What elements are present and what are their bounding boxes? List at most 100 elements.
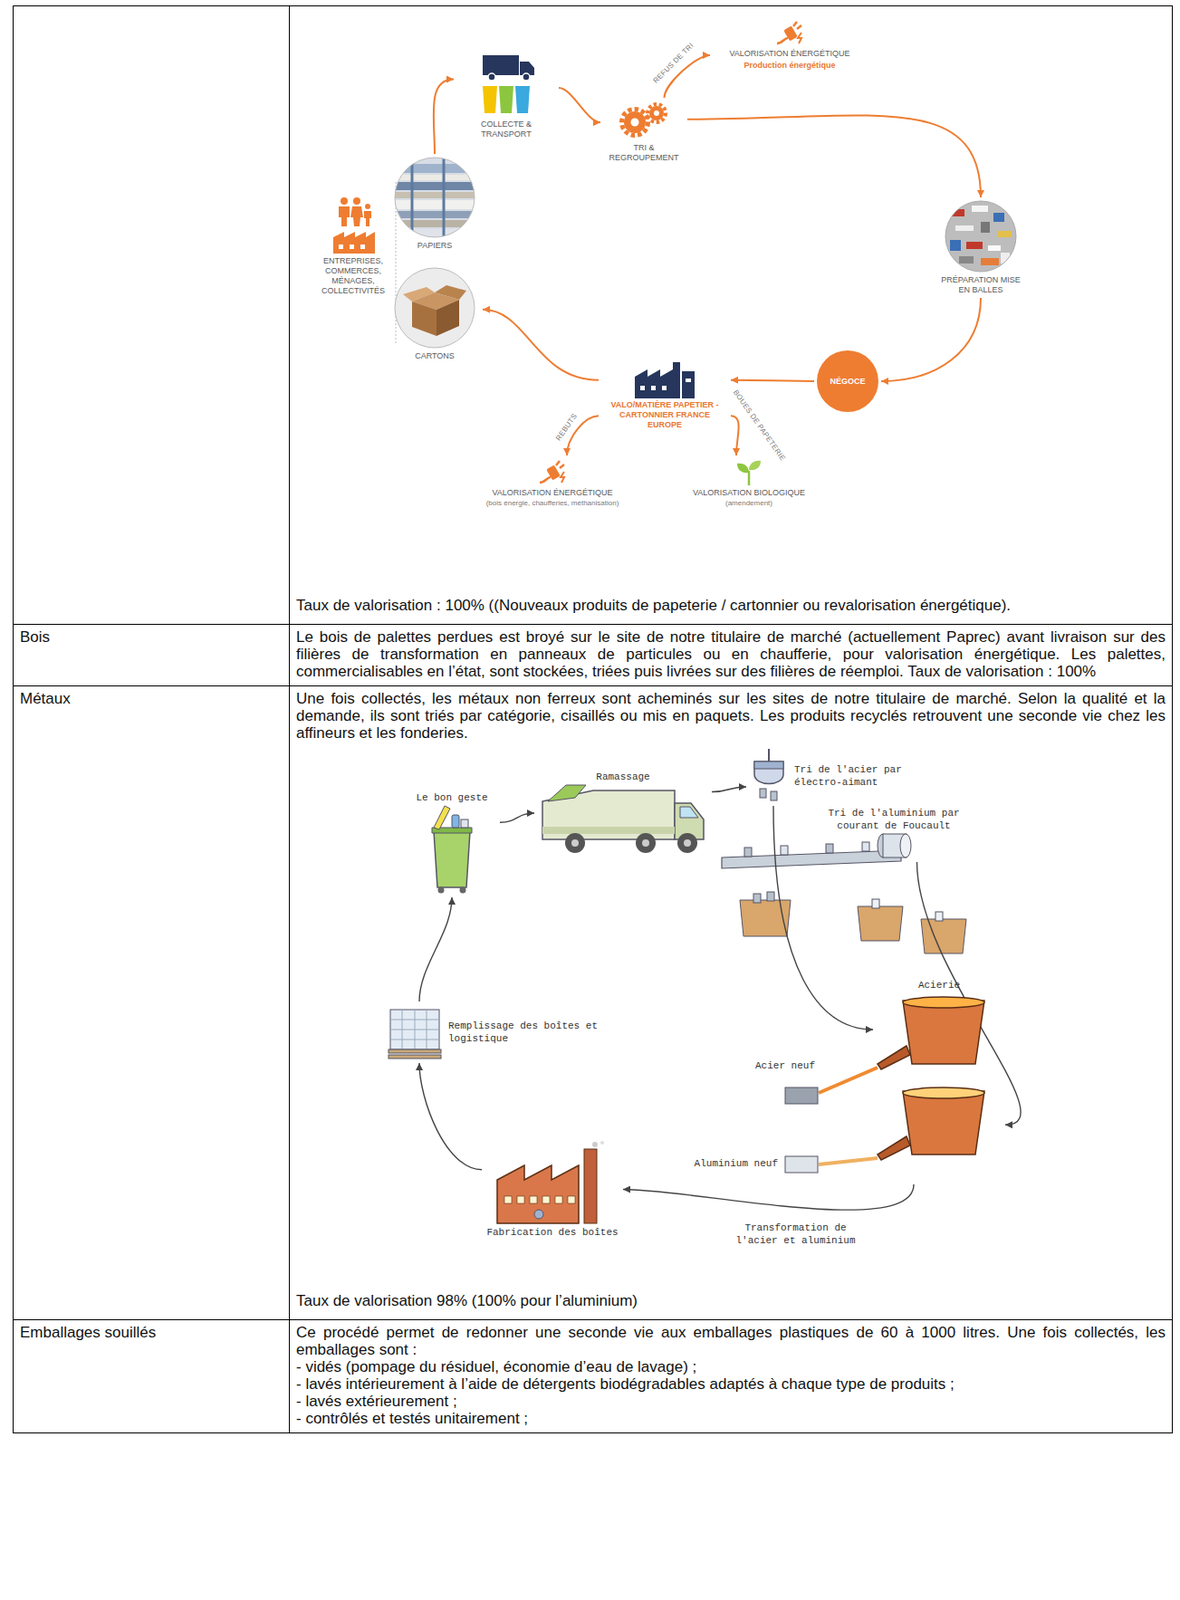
rect-part — [393, 191, 476, 199]
path-part — [818, 1158, 878, 1165]
g-part — [877, 1087, 985, 1161]
sprout-icon — [735, 458, 763, 486]
rect-part — [783, 25, 798, 41]
flow-arrow — [881, 297, 981, 382]
node-label: Fabrication des boîtes — [484, 1226, 621, 1239]
tbody-part: ENTREPRISES, COMMERCES, MÉNAGES, COLLECT… — [13, 6, 1173, 1434]
node-icon — [456, 53, 557, 117]
rect-part — [780, 845, 788, 855]
path-part — [797, 32, 802, 44]
node-icon — [389, 267, 480, 349]
truck-drawing — [538, 783, 708, 856]
path-part — [877, 1136, 911, 1161]
rect-part — [785, 1156, 818, 1173]
circle-part — [364, 203, 371, 210]
rect-part — [451, 815, 460, 828]
material-circle: PAPIERS — [389, 156, 480, 251]
node-icon — [386, 1004, 443, 1061]
flow-arrow — [711, 786, 747, 793]
path-part — [737, 463, 749, 473]
node-icon — [875, 991, 1003, 1182]
filling-logistics: Remplissage des boîtes et logistique — [386, 1004, 605, 1061]
circle-part — [683, 839, 691, 847]
rect-part — [951, 209, 965, 217]
node-label: VALORISATION BIOLOGIQUE — [685, 488, 813, 499]
cardboard-photo — [393, 267, 476, 349]
pallet-drawing — [386, 1004, 443, 1061]
node-texts: VALORISATION BIOLOGIQUE(amendement) — [685, 488, 813, 509]
path-part — [433, 831, 471, 888]
rect-part — [959, 256, 974, 264]
flow-arrow — [687, 115, 981, 198]
row-heading: Emballages souillés — [19, 1323, 283, 1342]
list-item: - lavés intérieurement à l’aide de déter… — [296, 1375, 1166, 1393]
node-label: PRÉPARATION MISE EN BALLES — [935, 275, 1027, 296]
path-part — [433, 805, 451, 830]
polygon-part — [412, 301, 437, 336]
process-step: PRÉPARATION MISE EN BALLES — [935, 200, 1027, 296]
circle-part — [460, 887, 467, 894]
node-label: Tri de l'acier par électro-aimant — [794, 763, 912, 789]
rect-part — [338, 244, 344, 250]
circle-part — [565, 833, 586, 854]
path-part — [857, 906, 903, 941]
circle-part — [653, 110, 660, 116]
node-icon — [313, 195, 394, 254]
rect-part — [744, 847, 752, 857]
rect-part — [393, 163, 476, 173]
flow-arrow — [773, 805, 874, 1030]
circle-part — [600, 1141, 605, 1145]
table-row: BoisLe bois de palettes perdues est broy… — [13, 624, 1173, 687]
circle-part — [622, 109, 649, 136]
circle-part — [592, 1141, 598, 1148]
rect-part — [661, 385, 667, 391]
flow-arrow — [419, 1063, 482, 1171]
node-icon — [603, 100, 685, 141]
circle-part — [534, 1209, 544, 1219]
metal-cycle-diagram: Le bon gesteRamassageTri de l'acier par … — [296, 741, 1166, 1286]
g-part — [504, 1196, 576, 1204]
path-part — [793, 21, 802, 29]
g-part — [338, 244, 365, 250]
process-step: TRI & REGROUPEMENT — [603, 100, 685, 164]
outlet-step: VALORISATION ÉNERGÉTIQUEProduction énerg… — [712, 19, 867, 71]
node-label: (amendement) — [685, 498, 813, 509]
path-part — [539, 477, 551, 483]
node-icon — [748, 748, 789, 804]
paper-cycle-diagram: ENTREPRISES, COMMERCES, MÉNAGES, COLLECT… — [296, 9, 1166, 590]
rect-part — [685, 378, 691, 383]
rect-part — [753, 893, 761, 903]
col-part — [13, 6, 290, 1434]
rect-part — [997, 230, 1012, 238]
flow-arrow — [558, 87, 601, 123]
rect-part — [460, 819, 469, 828]
rect-part — [935, 911, 943, 921]
rect-part — [393, 182, 476, 191]
g-part — [944, 200, 1017, 273]
rect-part — [988, 245, 1001, 251]
path-part — [902, 1000, 985, 1065]
mill-step: VALO/MATIÈRE PAPETIER - CARTONNIER FRANC… — [601, 358, 729, 431]
node-label: TRI & REGROUPEMENT — [603, 143, 685, 164]
node-label: CARTONS — [389, 351, 480, 362]
rect-part — [944, 200, 1017, 273]
circle-part — [945, 201, 1017, 272]
valorisation-rate: Taux de valorisation 98% (100% pour l’al… — [296, 1288, 1166, 1315]
circle-part — [623, 111, 646, 134]
node-label: Le bon geste — [406, 791, 498, 805]
row-text: Ce procédé permet de redonner une second… — [296, 1323, 1166, 1359]
node-label: VALORISATION ÉNERGÉTIQUE — [712, 48, 867, 59]
circle-part — [438, 887, 445, 894]
path-part — [920, 919, 967, 954]
path-part — [560, 471, 565, 483]
outlet-step: VALORISATION ÉNERGÉTIQUE(bois énergie, c… — [479, 458, 625, 509]
circle-part — [353, 197, 361, 205]
rect-part — [393, 200, 476, 210]
node-texts: Tri de l'aluminium par courant de Foucau… — [816, 806, 971, 833]
node-texts: PRÉPARATION MISE EN BALLES — [935, 275, 1027, 296]
flow-arrow — [419, 897, 452, 1002]
node-texts: Acierie — [875, 978, 1003, 992]
rect-part — [517, 1196, 525, 1204]
list-item: - vidés (pompage du résiduel, économie d… — [296, 1358, 1166, 1376]
circle-part — [642, 839, 650, 847]
